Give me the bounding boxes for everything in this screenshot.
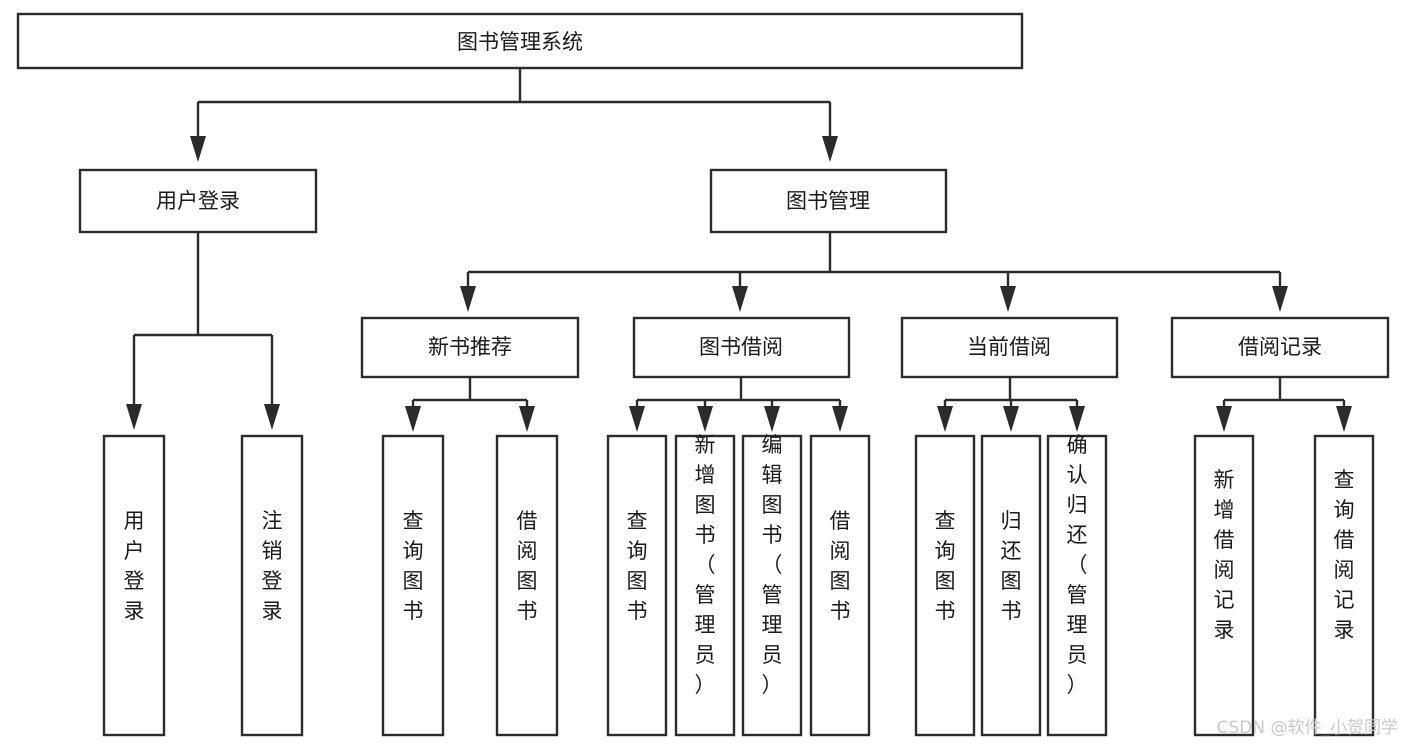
leaf-user-login-logout[interactable]: 注销登录 [240,434,304,737]
arrow-root-to-book-mgmt [822,136,838,162]
leaf-user-login-login-box[interactable] [102,434,166,737]
leaf-book-borrow-edit-box[interactable] [741,434,803,737]
arrow-book-borrow-l1 [629,406,645,432]
leaf-new-book-borrow-box[interactable] [495,434,559,737]
arrow-borrow-record-l2 [1336,406,1352,432]
arrow-user-login-leaf1 [126,404,142,430]
leaf-book-borrow-query-label: 查询图书 [627,509,648,623]
csdn-watermark: CSDN @软件_小贺同学 [1217,718,1398,738]
arrow-book-borrow-l2 [697,406,713,432]
connector-group-book-mgmt [460,232,1288,312]
connector-group-user-login [126,232,280,430]
leaf-user-login-login[interactable]: 用户登录 [102,434,166,737]
leaf-book-borrow-add-box[interactable] [674,434,736,737]
arrow-book-mgmt-c4 [1272,286,1288,312]
arrow-book-mgmt-c2 [732,286,748,312]
arrow-borrow-record-l1 [1216,406,1232,432]
node-new-book-recommend[interactable]: 新书推荐 [360,316,580,379]
leaf-current-borrow-return-box[interactable] [980,434,1042,737]
leaf-new-book-borrow[interactable]: 借阅图书 [495,434,559,737]
arrow-current-borrow-l3 [1069,406,1085,432]
node-root-box[interactable] [16,12,1024,70]
connector-group-borrow-record [1216,377,1352,432]
node-user-login[interactable]: 用户登录 [78,168,318,234]
node-book-management-label: 图书管理 [786,189,870,213]
leaf-book-borrow-edit[interactable]: 编辑图书（管理员） [741,433,803,737]
node-book-borrow-box[interactable] [632,316,851,379]
node-user-login-label: 用户登录 [156,189,240,213]
node-current-borrow-box[interactable] [900,316,1119,379]
leaf-book-borrow-borrow[interactable]: 借阅图书 [809,434,871,737]
connector-group-current-borrow [937,377,1085,432]
node-book-management-box[interactable] [709,168,948,234]
leaf-current-borrow-query[interactable]: 查询图书 [914,434,976,737]
connector-group-new-book [405,377,535,432]
arrow-new-book-l1 [405,406,421,432]
node-book-management[interactable]: 图书管理 [709,168,948,234]
leaf-book-borrow-query-box[interactable] [606,434,668,737]
arrow-user-login-leaf2 [264,404,280,430]
leaf-borrow-record-add-label: 新增借阅记录 [1214,468,1235,642]
leaf-book-borrow-edit-label: 编辑图书（管理员） [762,433,783,697]
node-book-borrow-label: 图书借阅 [699,335,783,359]
node-book-borrow[interactable]: 图书借阅 [632,316,851,379]
leaf-current-borrow-confirm[interactable]: 确认归还（管理员） [1046,433,1108,737]
arrow-book-mgmt-c1 [460,286,476,312]
leaf-borrow-record-add[interactable]: 新增借阅记录 [1193,434,1255,737]
node-borrow-record[interactable]: 借阅记录 [1170,316,1390,379]
leaf-current-borrow-query-label: 查询图书 [935,509,956,623]
leaf-new-book-query-label: 查询图书 [403,509,424,623]
node-borrow-record-label: 借阅记录 [1238,335,1322,359]
node-borrow-record-box[interactable] [1170,316,1390,379]
leaf-borrow-record-add-box[interactable] [1193,434,1255,737]
leaf-current-borrow-confirm-label: 确认归还（管理员） [1067,433,1088,697]
node-new-book-recommend-label: 新书推荐 [428,335,512,359]
leaf-user-login-login-label: 用户登录 [124,509,145,623]
node-user-login-box[interactable] [78,168,318,234]
arrow-book-borrow-l3 [764,406,780,432]
leaf-new-book-query-box[interactable] [381,434,445,737]
leaf-new-book-query[interactable]: 查询图书 [381,434,445,737]
arrow-new-book-l2 [519,406,535,432]
leaf-user-login-logout-label: 注销登录 [262,509,283,623]
leaf-current-borrow-confirm-box[interactable] [1046,434,1108,737]
node-current-borrow-label: 当前借阅 [967,335,1051,359]
arrow-book-mgmt-c3 [1000,286,1016,312]
arrow-root-to-user-login [190,136,206,162]
leaf-borrow-record-query[interactable]: 查询借阅记录 [1313,434,1375,737]
node-root-label: 图书管理系统 [457,30,583,54]
leaf-user-login-logout-box[interactable] [240,434,304,737]
leaf-current-borrow-return[interactable]: 归还图书 [980,434,1042,737]
node-current-borrow[interactable]: 当前借阅 [900,316,1119,379]
leaf-new-book-borrow-label: 借阅图书 [517,509,538,623]
leaf-borrow-record-query-box[interactable] [1313,434,1375,737]
leaf-book-borrow-add-label: 新增图书（管理员） [695,433,716,697]
leaf-current-borrow-return-label: 归还图书 [1001,509,1022,623]
node-root[interactable]: 图书管理系统 [16,12,1024,70]
connector-group-root [190,68,838,162]
leaf-current-borrow-query-box[interactable] [914,434,976,737]
leaf-book-borrow-borrow-box[interactable] [809,434,871,737]
leaf-borrow-record-query-label: 查询借阅记录 [1334,468,1355,642]
arrow-book-borrow-l4 [832,406,848,432]
leaf-book-borrow-add[interactable]: 新增图书（管理员） [674,433,736,737]
arrow-current-borrow-l2 [1003,406,1019,432]
connector-group-book-borrow [629,377,848,432]
arrow-current-borrow-l1 [937,406,953,432]
leaf-book-borrow-query[interactable]: 查询图书 [606,434,668,737]
node-new-book-recommend-box[interactable] [360,316,580,379]
leaf-book-borrow-borrow-label: 借阅图书 [830,509,851,623]
